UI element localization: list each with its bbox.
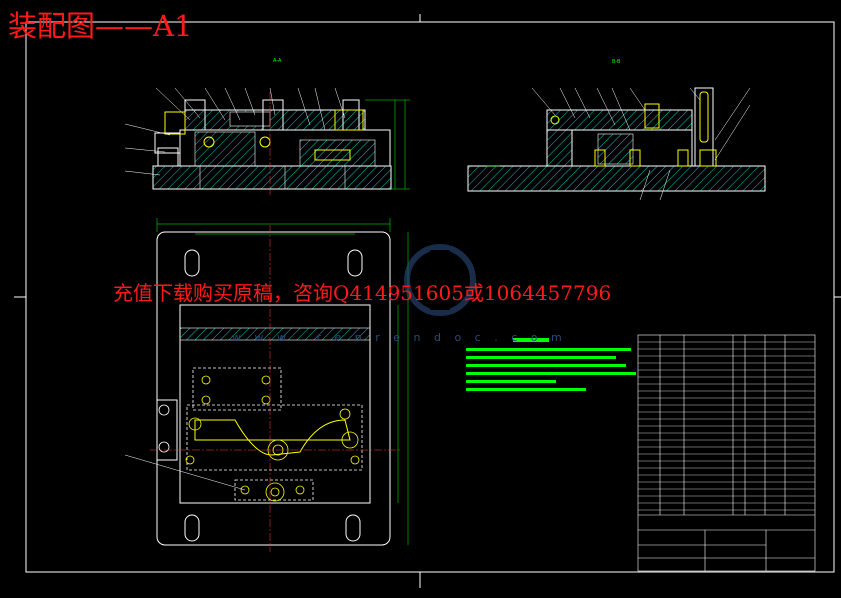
front-view-title: A-A (273, 58, 282, 64)
watermark-logo (404, 244, 476, 316)
section-b-b-view (467, 87, 766, 201)
watermark-url: w w w . r e n r e n d o c . c o m (232, 331, 567, 344)
parts-list-rows (638, 341, 815, 511)
plan-view (124, 218, 409, 552)
section-a-a-view (124, 87, 410, 195)
promo-banner: 充值下载购买原稿，咨询Q414951605或1064457796 (113, 281, 612, 305)
side-view-title: B-B (612, 59, 621, 65)
technical-notes (466, 338, 636, 391)
drawing-title: 装配图——A1 (8, 9, 193, 43)
parts-list-title-block (637, 334, 816, 572)
